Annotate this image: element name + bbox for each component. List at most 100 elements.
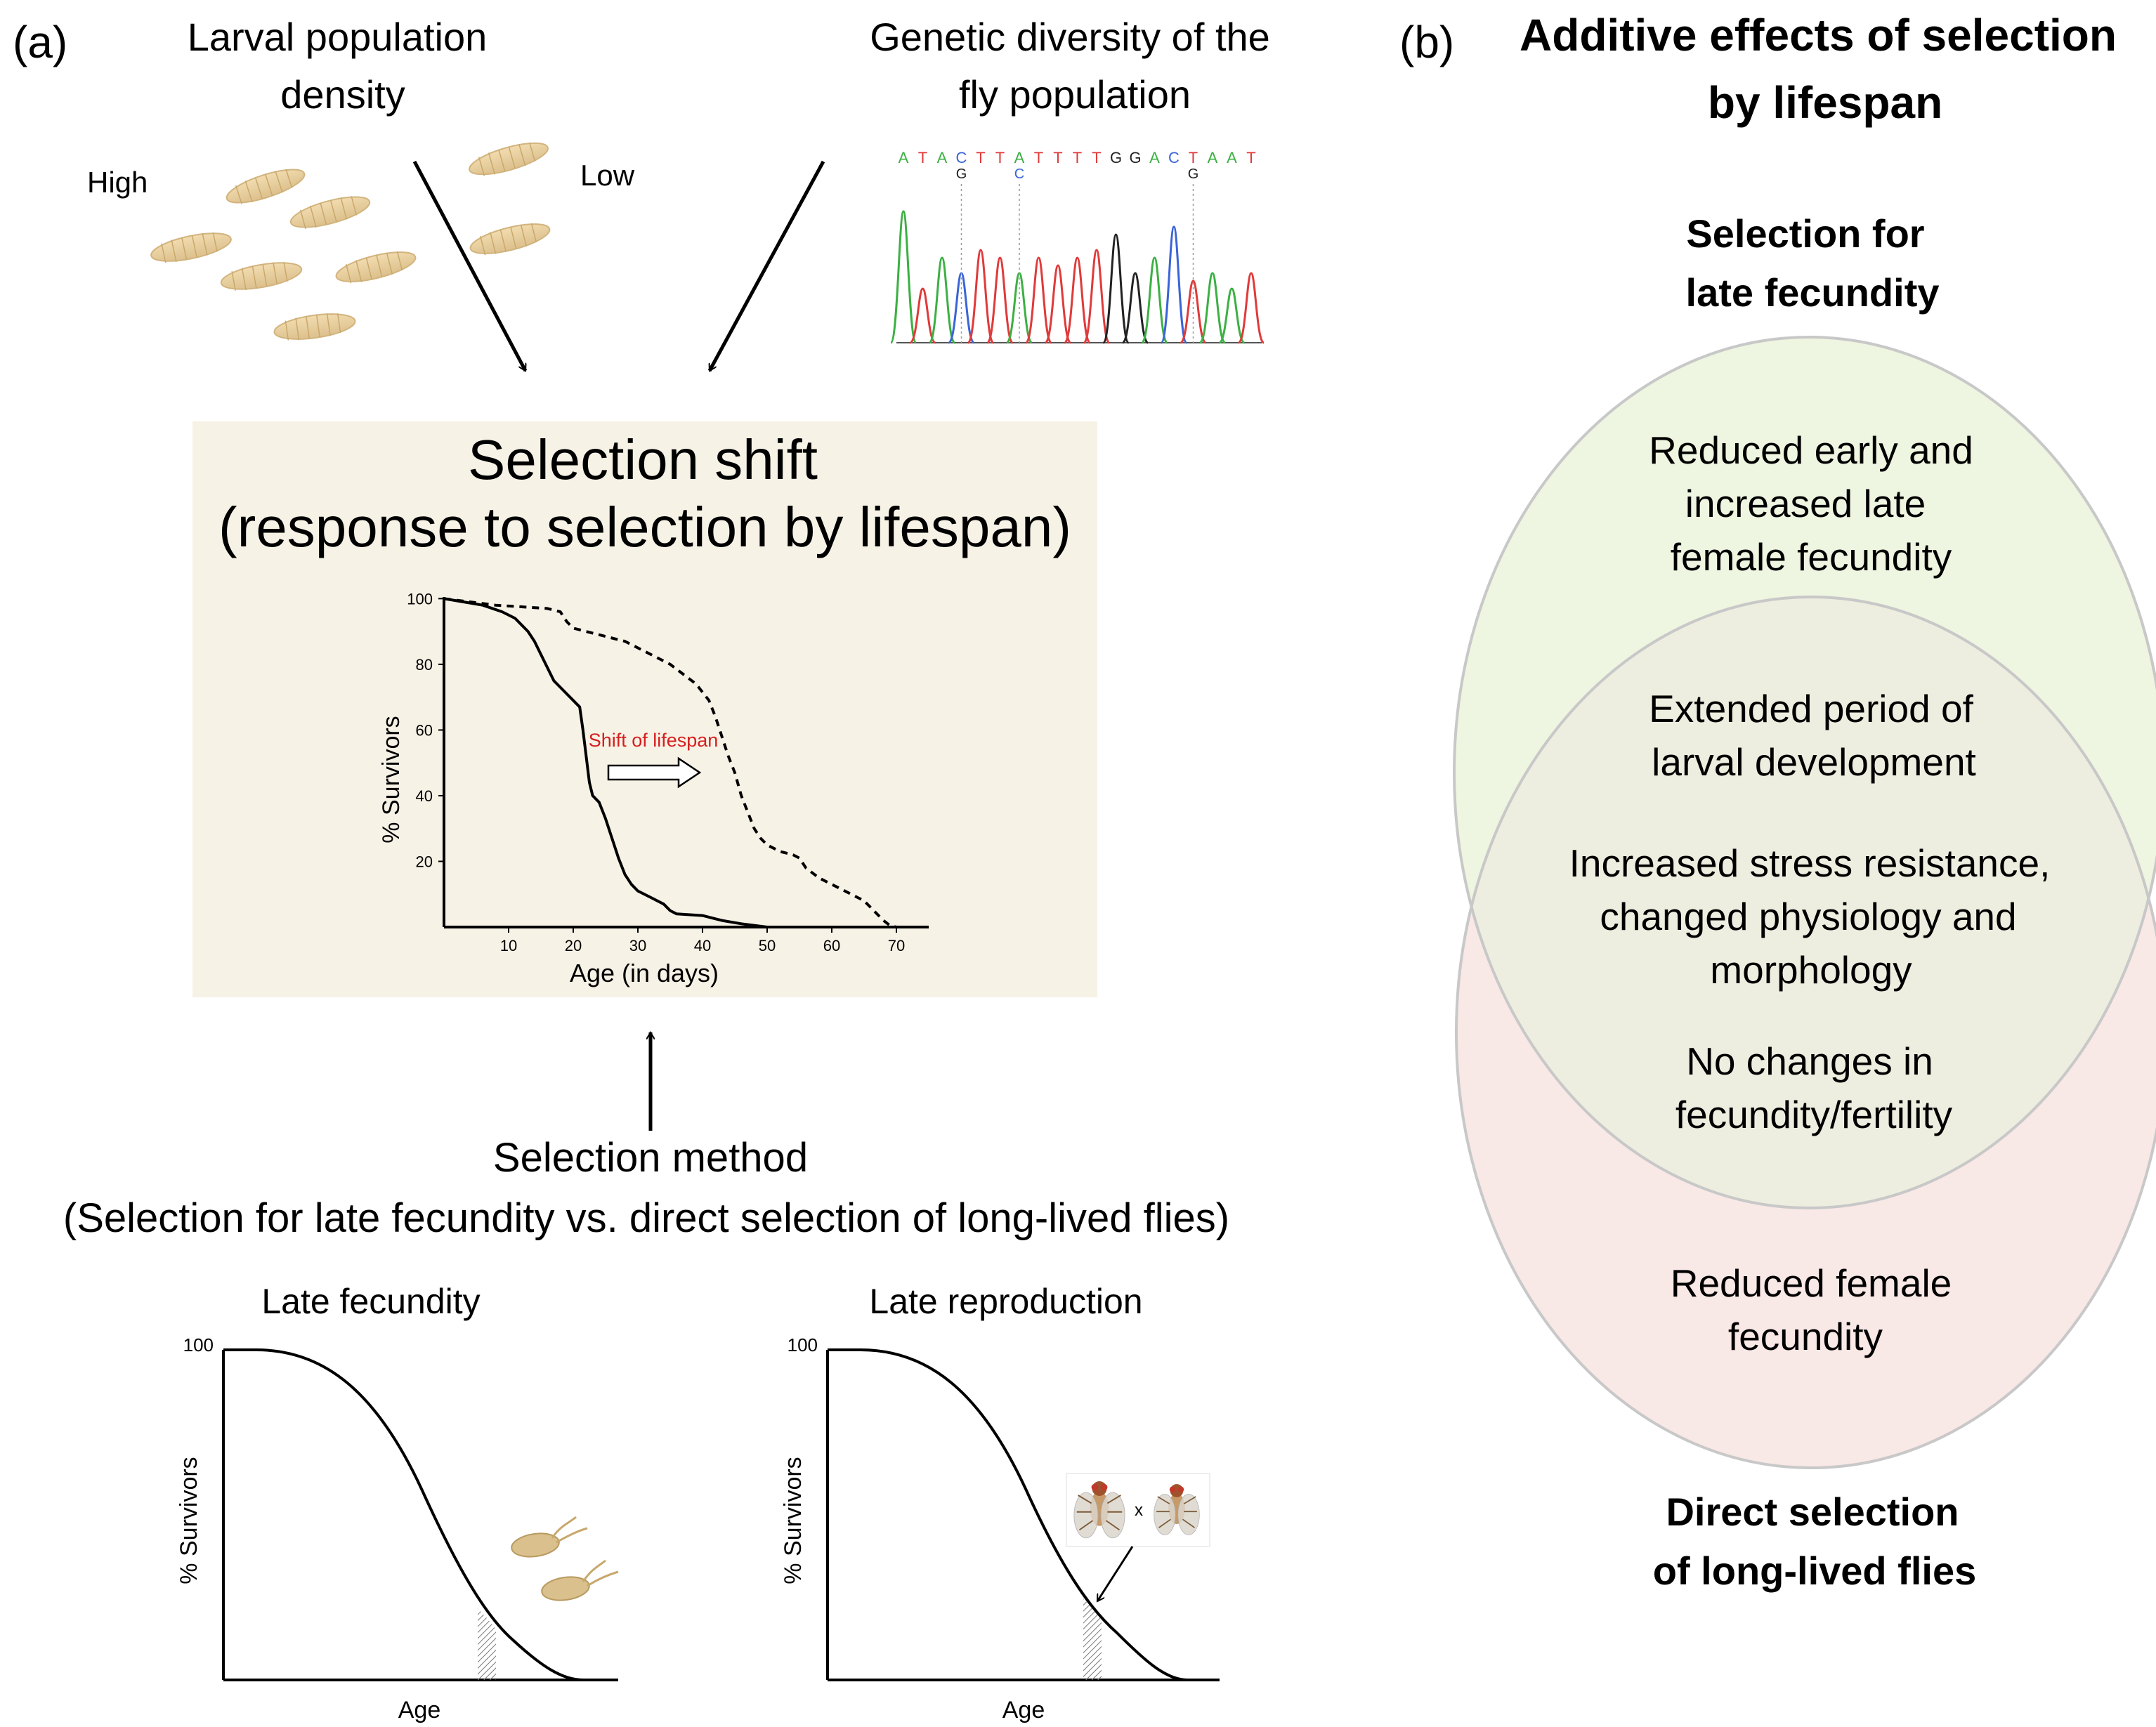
sequence-letter: A bbox=[937, 149, 948, 166]
y-tick-label: 40 bbox=[416, 787, 433, 805]
genetic-title-line1: Genetic diversity of the bbox=[870, 15, 1270, 59]
x-tick-label: 50 bbox=[759, 937, 776, 954]
y-tick-label: 20 bbox=[416, 853, 433, 870]
chromatogram-peak bbox=[1141, 256, 1168, 344]
shift-annotation: Shift of lifespan bbox=[589, 730, 719, 751]
sequence-letter: T bbox=[1053, 149, 1062, 166]
sequence-letter-alt: G bbox=[1188, 166, 1199, 182]
x-tick-label: 30 bbox=[629, 937, 646, 954]
fly-cross-icon: x bbox=[1066, 1473, 1210, 1547]
chromatogram-peak bbox=[986, 256, 1014, 344]
sequence-letter: T bbox=[976, 149, 985, 166]
chromatogram-peak bbox=[1218, 287, 1246, 344]
selection-shift-title: Selection shift bbox=[468, 428, 818, 491]
larval-title-line2: density bbox=[280, 72, 405, 117]
venn-top-outline bbox=[1453, 336, 2156, 1209]
sequence-letter: A bbox=[1014, 149, 1025, 166]
top-set-label-line2: late fecundity bbox=[1686, 270, 1940, 315]
mini-chart-2-ytick: 100 bbox=[788, 1334, 818, 1355]
sequence-letter: A bbox=[1208, 149, 1218, 166]
mini-chart-1-xlabel: Age bbox=[398, 1697, 441, 1723]
mini-chart-2-curve bbox=[828, 1348, 1220, 1681]
x-tick-label: 40 bbox=[694, 937, 711, 954]
arrow-genetic-to-shift bbox=[707, 160, 825, 371]
arrow-density-to-shift bbox=[412, 160, 528, 371]
chromatogram-peak bbox=[889, 210, 917, 344]
mini-chart-late-fecundity: Late fecundity 100 % Survivors Age bbox=[176, 1282, 619, 1723]
method-subtitle: (Selection for late fecundity vs. direct… bbox=[63, 1195, 1229, 1241]
top-set-label-line1: Selection for bbox=[1686, 211, 1924, 256]
y-axis-label: % Survivors bbox=[378, 716, 405, 843]
fly-arrow bbox=[1096, 1546, 1134, 1601]
sequence-letter: T bbox=[1189, 149, 1198, 166]
shared-2-line3: morphology bbox=[1710, 948, 1912, 992]
cross-symbol: x bbox=[1135, 1501, 1143, 1520]
mini-chart-late-reproduction: Late reproduction 100 % Survivors Age x bbox=[780, 1282, 1220, 1723]
chromatogram-peak bbox=[1237, 272, 1265, 344]
sequence-letter: T bbox=[1073, 149, 1082, 166]
shift-arrow-icon bbox=[607, 756, 702, 789]
sequence-letter: T bbox=[995, 149, 1005, 166]
mini-chart-1-ytick: 100 bbox=[183, 1334, 214, 1355]
panel-b-title-line2: by lifespan bbox=[1708, 77, 1942, 128]
sequence-letter-alt: C bbox=[1014, 166, 1024, 182]
mini-chart-1-title: Late fecundity bbox=[261, 1282, 480, 1321]
x-tick-label: 10 bbox=[500, 937, 517, 954]
chromatogram-peak bbox=[1180, 280, 1207, 344]
shared-3-line1: No changes in bbox=[1686, 1039, 1933, 1083]
mini-chart-2-title: Late reproduction bbox=[869, 1282, 1142, 1321]
method-title: Selection method bbox=[493, 1135, 808, 1181]
mini-chart-2-ylabel: % Survivors bbox=[780, 1457, 806, 1584]
selection-shift-subtitle: (response to selection by lifespan) bbox=[218, 496, 1071, 558]
bottom-set-label-line2: of long-lived flies bbox=[1653, 1549, 1976, 1593]
y-tick-label: 100 bbox=[407, 590, 433, 608]
bottom-set-label-line1: Direct selection bbox=[1666, 1490, 1959, 1534]
shared-1-line2: larval development bbox=[1652, 740, 1976, 784]
x-tick-label: 70 bbox=[888, 937, 905, 954]
sequence-letter: A bbox=[899, 149, 909, 166]
mini-chart-1-curve bbox=[223, 1348, 618, 1681]
panel-b-title-line1: Additive effects of selection bbox=[1520, 10, 2117, 60]
chromatogram-peak bbox=[967, 249, 995, 344]
shared-2-line2: changed physiology and bbox=[1600, 895, 2016, 938]
survival-line-dashed bbox=[443, 597, 897, 928]
chromatogram-trace bbox=[889, 184, 1265, 344]
x-axis-label: Age (in days) bbox=[570, 959, 719, 987]
sequence-letter-alt: G bbox=[956, 166, 967, 182]
top-only-line3: female fecundity bbox=[1671, 535, 1952, 579]
shared-3-line2: fecundity/fertility bbox=[1675, 1093, 1953, 1136]
density-high-label: High bbox=[87, 166, 148, 199]
sequence-letter: T bbox=[1246, 149, 1255, 166]
chromatogram-peak bbox=[1121, 272, 1149, 344]
chromatogram-peak bbox=[1025, 256, 1052, 344]
sequence-letter: C bbox=[956, 149, 967, 166]
genetic-title-line2: fly population bbox=[959, 72, 1191, 117]
larval-title-line1: Larval population bbox=[188, 15, 488, 59]
chromatogram-peak bbox=[928, 256, 956, 344]
venn-diagram bbox=[1453, 336, 2156, 1469]
sequence-letter: A bbox=[1227, 149, 1237, 166]
shared-1-line1: Extended period of bbox=[1649, 687, 1973, 730]
venn-overlap-region bbox=[1456, 597, 2156, 1208]
bottom-only-line2: fecundity bbox=[1728, 1315, 1883, 1358]
y-tick-label: 60 bbox=[416, 721, 433, 739]
sequence-letter: T bbox=[918, 149, 927, 166]
sequence-letter: T bbox=[1092, 149, 1101, 166]
chromatogram-peak bbox=[1160, 225, 1188, 344]
top-only-line1: Reduced early and bbox=[1649, 428, 1973, 472]
panel-a-label: (a) bbox=[13, 17, 67, 67]
sequence-letter: C bbox=[1168, 149, 1180, 166]
sequence-letter: G bbox=[1110, 149, 1122, 166]
top-only-line2: increased late bbox=[1685, 482, 1926, 525]
selection-shift-box bbox=[192, 421, 1097, 997]
sequence-letter: A bbox=[1149, 149, 1160, 166]
venn-bottom-outline bbox=[1455, 596, 2156, 1469]
egg-icon bbox=[511, 1516, 619, 1601]
x-tick-label: 20 bbox=[565, 937, 582, 954]
shared-2-line1: Increased stress resistance, bbox=[1569, 841, 2051, 885]
y-tick-label: 80 bbox=[416, 656, 433, 674]
larvae-illustration bbox=[148, 136, 554, 344]
mini-chart-1-hatched-window bbox=[478, 1608, 496, 1680]
